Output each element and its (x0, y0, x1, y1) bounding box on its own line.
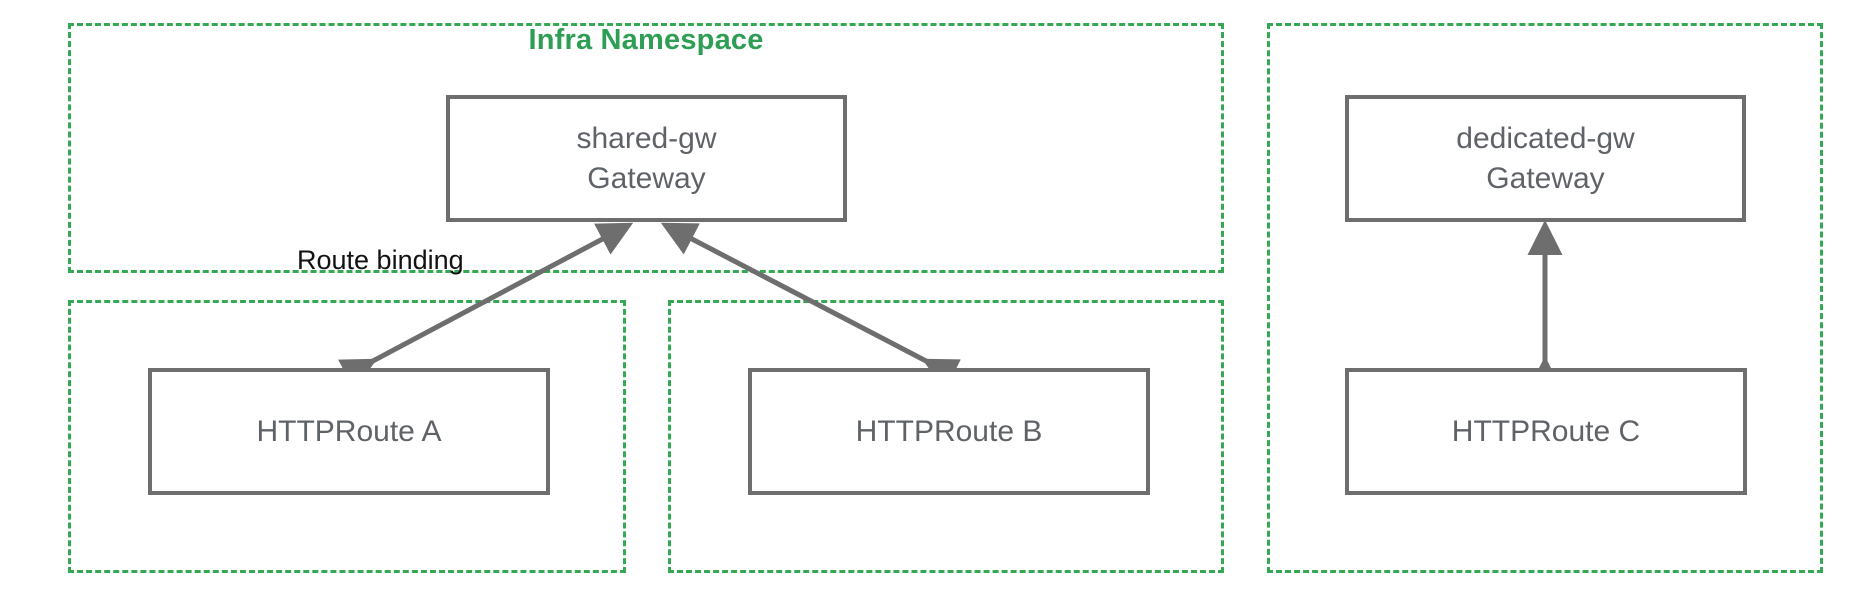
resource-name-route-c: HTTPRoute C (1451, 414, 1641, 448)
resource-box-route-a[interactable]: HTTPRoute A (148, 368, 550, 495)
resource-box-route-b[interactable]: HTTPRoute B (748, 368, 1150, 495)
resource-box-route-c[interactable]: HTTPRoute C (1345, 368, 1747, 495)
namespace-label-infra: Infra Namespace (528, 24, 764, 56)
resource-name-shared-gw: shared-gw (576, 121, 717, 155)
namespace-box-infra (68, 23, 1224, 273)
resource-name-route-a: HTTPRoute A (256, 414, 442, 448)
resource-box-shared-gw[interactable]: shared-gw Gateway (446, 95, 847, 222)
resource-kind-shared-gw: Gateway (587, 161, 706, 195)
resource-name-dedicated-gw: dedicated-gw (1456, 121, 1635, 155)
resource-kind-dedicated-gw: Gateway (1486, 161, 1605, 195)
annotation-route-binding: Route binding (297, 245, 464, 275)
namespace-box-c (1267, 23, 1823, 573)
resource-box-dedicated-gw[interactable]: dedicated-gw Gateway (1345, 95, 1746, 222)
resource-name-route-b: HTTPRoute B (855, 414, 1043, 448)
